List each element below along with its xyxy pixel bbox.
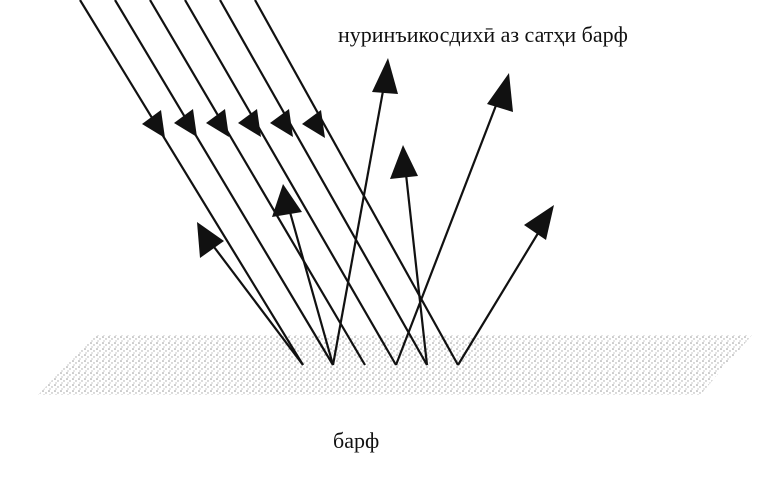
reflected-ray-5 <box>394 94 502 366</box>
arrow-incoming-icon <box>238 109 261 137</box>
arrow-reflected-icon <box>524 205 554 240</box>
incoming-ray-6 <box>254 0 459 366</box>
arrow-reflected-icon <box>197 222 224 258</box>
reflected-ray-4 <box>403 164 429 366</box>
arrow-incoming-icon <box>270 109 293 137</box>
arrow-reflected-icon <box>487 73 513 112</box>
arrow-incoming-icon <box>302 110 325 138</box>
arrow-incoming-icon <box>206 109 229 137</box>
arrow-reflected-icon <box>272 184 302 217</box>
reflected-light-label: нуринъикосдихӣ аз сатҳи барф <box>338 22 628 47</box>
reflected-rays-group <box>204 79 544 366</box>
incoming-arrowheads <box>142 109 325 138</box>
incoming-ray-3 <box>149 0 366 366</box>
reflected-ray-3 <box>331 79 387 366</box>
arrow-incoming-icon <box>174 109 197 137</box>
reflected-ray-1 <box>204 234 304 366</box>
snow-surface-label: барф <box>333 428 380 453</box>
reflected-ray-6 <box>457 224 544 366</box>
reflected-ray-2 <box>286 204 335 366</box>
incoming-ray-5 <box>219 0 428 366</box>
reflected-arrowheads <box>197 58 554 258</box>
incoming-rays-group <box>79 0 459 366</box>
arrow-incoming-icon <box>142 110 165 138</box>
arrow-reflected-icon <box>372 58 398 94</box>
incoming-ray-1 <box>79 0 304 366</box>
incoming-ray-4 <box>184 0 397 366</box>
arrow-reflected-icon <box>390 145 418 179</box>
incoming-ray-2 <box>114 0 334 366</box>
